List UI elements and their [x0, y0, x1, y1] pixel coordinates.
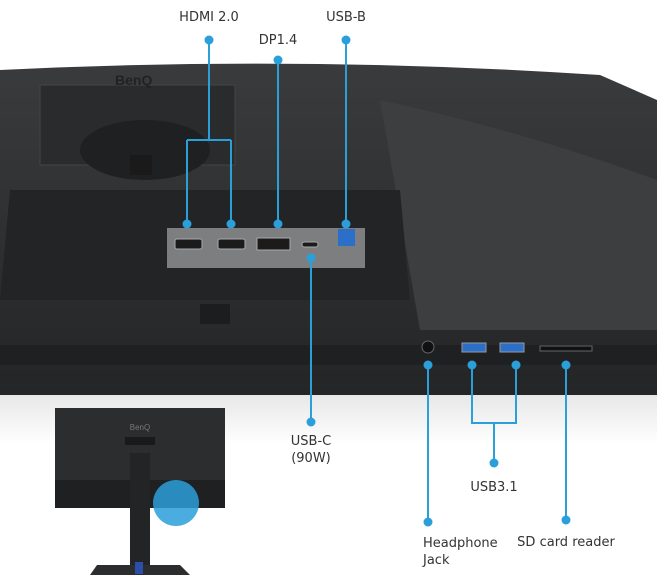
callout-dots — [182, 35, 571, 527]
usb31-port-1 — [461, 342, 487, 353]
monitor-thumbnail: BenQ — [55, 408, 225, 575]
label-usb-c-line2: (90W) — [291, 451, 331, 466]
label-dp: DP1.4 — [258, 33, 298, 48]
label-headphone-line2: Jack — [423, 553, 450, 568]
highlight-circle — [153, 480, 199, 526]
label-usb-c-line1: USB-C — [290, 434, 332, 449]
callout-lines — [186, 40, 567, 522]
label-usb-b: USB-B — [326, 10, 366, 25]
dp-port — [256, 237, 291, 251]
usb31-port-2 — [499, 342, 525, 353]
label-hdmi: HDMI 2.0 — [179, 10, 239, 25]
usb-b-port — [338, 229, 355, 246]
svg-text:BenQ: BenQ — [130, 423, 150, 432]
sd-card-slot — [539, 345, 593, 352]
headphone-jack — [421, 340, 435, 354]
label-sd-card: SD card reader — [517, 535, 615, 550]
label-usb31: USB3.1 — [470, 480, 518, 495]
hdmi-port-2 — [217, 238, 246, 250]
label-headphone: Headphone Jack — [423, 535, 498, 569]
label-headphone-line1: Headphone — [423, 536, 498, 551]
label-usb-c: USB-C (90W) — [291, 433, 331, 467]
hdmi-port-1 — [174, 238, 203, 250]
usb-c-port — [301, 241, 319, 248]
svg-text:BenQ: BenQ — [115, 72, 152, 88]
